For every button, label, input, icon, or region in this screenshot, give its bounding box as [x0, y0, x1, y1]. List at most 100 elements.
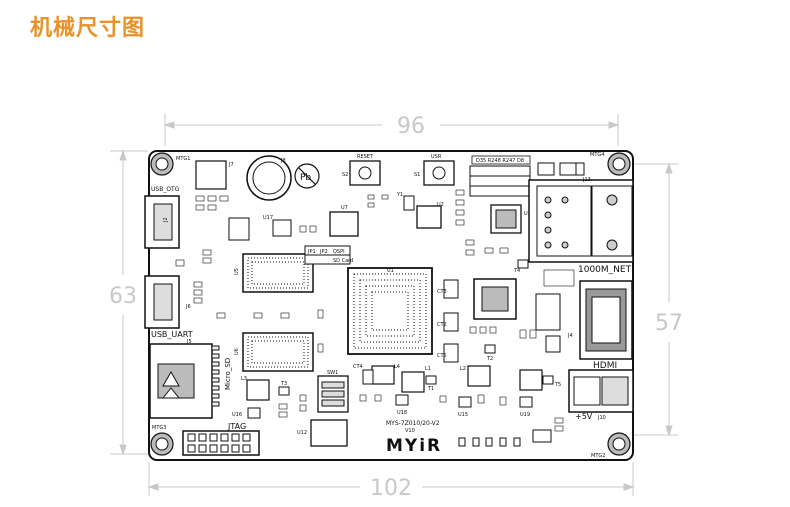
label-j13: J13: [582, 177, 591, 183]
dimension-lines: [110, 114, 678, 496]
chip-u13: [458, 396, 472, 408]
label-d35-row: D35 R248 R247 D8: [476, 158, 524, 164]
label-u2: U2: [437, 202, 444, 208]
jumper-jp2: [537, 162, 555, 176]
ram-chip-u5: [242, 253, 314, 293]
label-u12: U12: [297, 430, 307, 436]
label-hdmi: HDMI: [593, 361, 617, 371]
label-usb-uart: USB_UART: [151, 330, 193, 339]
board-model: MYS-7Z010/20-V2: [386, 420, 440, 427]
soc-chip-u1: [347, 267, 433, 355]
chip-u7: [329, 211, 359, 237]
label-l4: L4: [394, 364, 400, 370]
label-qspi: QSPI: [333, 249, 345, 255]
transistor-t3: [278, 386, 290, 396]
inductor-l4: [371, 365, 395, 385]
chip-u15: [272, 219, 292, 237]
label-ct4: CT4: [353, 364, 363, 370]
transistor-t4: [517, 259, 529, 269]
label-mtg3: MTG3: [152, 425, 166, 431]
label-1000m-net: 1000M_NET: [578, 265, 632, 275]
cap-ct3: [443, 279, 459, 299]
label-j2: J2: [163, 217, 169, 223]
header-strip-top: [469, 165, 531, 197]
transistor-t5: [542, 375, 554, 385]
power-jack-j7: [195, 160, 227, 190]
label-u3: U3: [524, 211, 531, 217]
label-usr: USR: [431, 154, 442, 160]
mounting-holes: [150, 152, 631, 456]
jumper-jp1: [559, 162, 577, 176]
chip-u14: [247, 407, 261, 419]
led-2: [472, 437, 480, 447]
label-mtg4: MTG4: [590, 152, 604, 158]
inductor-l5: [519, 369, 543, 391]
transistor-t1: [425, 375, 437, 385]
label-j10: J10: [597, 415, 606, 421]
label-s2: S2: [342, 172, 348, 178]
label-u16: U18: [397, 410, 407, 416]
label-j8: J8: [280, 158, 286, 164]
label-ct2: CT2: [437, 322, 447, 328]
label-ct3: CT3: [437, 289, 447, 295]
label-j4: J4: [567, 333, 573, 339]
label-5v: +5V: [575, 412, 593, 421]
jtag-pins: [187, 433, 251, 453]
led-5: [513, 437, 521, 447]
label-u17: U19: [520, 412, 530, 418]
label-reset: RESET: [357, 154, 374, 160]
label-ct5: CT5: [437, 353, 447, 359]
label-y1: Y1: [396, 192, 403, 198]
label-u1: U1: [387, 268, 394, 274]
chip-u18: [535, 293, 561, 331]
ram-chip-u6: [242, 332, 314, 372]
chip-u2: [416, 205, 442, 229]
label-t5: T5: [554, 382, 561, 388]
cap-ct4: [362, 369, 374, 385]
label-s1: S1: [414, 172, 420, 178]
label-sw1: SW1: [327, 370, 338, 376]
label-u6: U6: [234, 348, 240, 355]
label-l3: L3: [241, 376, 247, 382]
inductor-l1: [401, 371, 425, 393]
cap-ct5: [443, 343, 459, 363]
phy-chip: [473, 278, 517, 320]
label-u5: U5: [234, 268, 240, 275]
label-pb: Pb: [300, 173, 311, 183]
passive-components: [175, 189, 575, 432]
inductor-l3: [246, 379, 270, 401]
label-u14: U16: [232, 412, 242, 418]
label-jp1: JP1: [307, 249, 316, 255]
led-3: [485, 437, 493, 447]
myir-logo: MYiR: [386, 436, 442, 456]
label-j6: J6: [185, 304, 191, 310]
crystal-y1: [403, 195, 415, 211]
dim-top-width: 96: [397, 114, 425, 139]
label-u13: U15: [458, 412, 468, 418]
label-u7: U7: [341, 205, 348, 211]
board-version: V10: [405, 428, 415, 434]
label-l2: L2: [460, 366, 466, 372]
label-t2: T2: [486, 356, 493, 362]
led-header: [471, 155, 531, 165]
chip-u12: [310, 419, 348, 447]
cap-ct2: [443, 312, 459, 332]
chip-u16: [395, 394, 409, 406]
label-sdcard: SD Card: [333, 258, 353, 264]
label-jtag: JTAG: [227, 422, 246, 431]
label-t1: T1: [427, 386, 434, 392]
label-t3: T3: [280, 381, 287, 387]
label-j5: J5: [186, 339, 192, 345]
label-mtg2: MTG2: [591, 453, 605, 459]
reset-button: [349, 160, 381, 186]
led-1: [458, 437, 466, 447]
inductor-l2: [467, 365, 491, 387]
chip-u17: [519, 396, 533, 408]
label-jp2: JP2: [319, 249, 328, 255]
transistor-t2: [484, 344, 496, 354]
dim-right-height: 57: [655, 311, 683, 336]
led-4: [499, 437, 507, 447]
label-mtg1: MTG1: [176, 156, 190, 162]
dim-bottom-width: 102: [370, 476, 412, 501]
